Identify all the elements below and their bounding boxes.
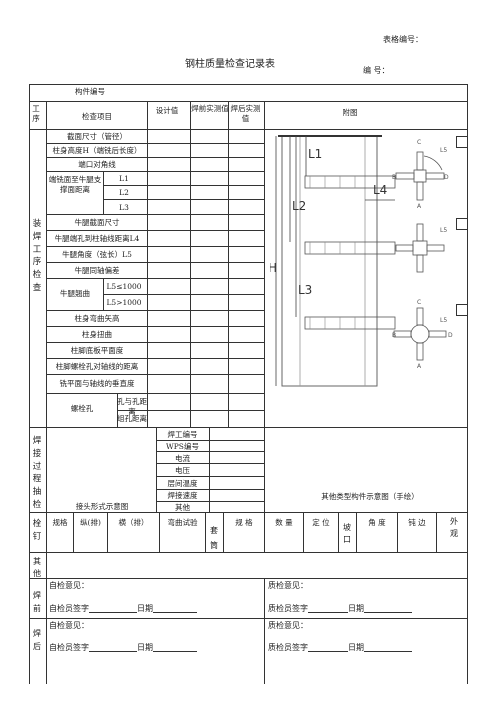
figure-header: 附图 <box>342 108 358 117</box>
figure-checkbox-1[interactable] <box>456 136 468 148</box>
row-milled-perpendicularity: 铣平面与轴线的垂直度 <box>59 379 135 388</box>
weld-current: 电流 <box>175 454 190 463</box>
stud-spec-header: 规格 <box>52 518 68 527</box>
row-l3: L3 <box>119 203 129 212</box>
pre-self-sign-label: 自检员签字 <box>49 604 89 613</box>
pre-qc-date: 日期 <box>348 604 364 613</box>
row-column-bend: 柱身弯曲矢高 <box>74 314 120 323</box>
row-end-diagonal: 端口对角线 <box>78 160 116 169</box>
before-weld-header: 焊前实测值 <box>191 104 229 113</box>
row-bracket-section: 牛腿截面尺寸 <box>74 218 120 227</box>
row-l5-le-1000: L5≤1000 <box>106 282 142 291</box>
number-label: 编 号： <box>363 66 390 75</box>
label-c-2: C <box>417 299 421 306</box>
row-column-twist: 柱身扭曲 <box>82 330 112 339</box>
post-qc-sign[interactable]: 质检员签字 日期 <box>268 643 412 652</box>
weld-wps-no: WPS编号 <box>166 442 199 451</box>
weld-welder-no: 焊工编号 <box>167 430 198 439</box>
post-weld-label: 焊后 <box>33 629 41 651</box>
sleeve-position-header: 定 位 <box>312 518 330 527</box>
pre-qc-sign-label: 质检员签字 <box>268 604 308 613</box>
row-section-size: 截面尺寸（管径） <box>67 132 127 141</box>
row-baseplate-flatness: 柱脚底板平面度 <box>70 346 124 355</box>
page-title: 钢柱质量检查记录表 <box>185 59 275 70</box>
post-self-check: 自检意见： <box>49 621 89 630</box>
pre-self-check: 自检意见： <box>49 581 89 590</box>
figure-checkbox-3[interactable] <box>456 304 468 316</box>
other-section-label: 其他 <box>33 557 41 578</box>
label-d-1: D <box>444 174 449 181</box>
groove-root-face-header: 钝 边 <box>408 518 426 527</box>
pre-self-sign[interactable]: 自检员签字 日期 <box>49 604 197 613</box>
appearance-header: 外观 <box>450 517 458 538</box>
pre-qc-check: 质检意见： <box>268 581 308 590</box>
row-l1: L1 <box>119 174 129 183</box>
design-value-header: 设计值 <box>155 106 179 115</box>
joint-diagram-label: 接头形式示意图 <box>75 502 129 511</box>
post-self-date: 日期 <box>137 643 153 652</box>
stud-longitudinal-header: 纵(排) <box>80 518 101 527</box>
dim-l1: L1 <box>308 147 322 161</box>
sleeve-spec-header: 规 格 <box>235 518 253 527</box>
row-l5-gt-1000: L5>1000 <box>106 298 142 307</box>
row-bolt-hole-label: 螺栓孔 <box>70 404 94 413</box>
row-bracket-angle: 牛腿角度（弦长）L5 <box>62 250 132 259</box>
assembly-section-label: 装焊工序检查 <box>32 219 42 293</box>
post-self-sign-label: 自检员签字 <box>49 643 89 652</box>
row-hole-to-hole: 孔与孔距离 <box>117 397 147 417</box>
label-d-2: D <box>448 332 453 339</box>
weld-interpass-temp: 层间温度 <box>167 479 198 488</box>
process-header: 工序 <box>32 104 40 124</box>
row-column-height: 柱身高度H（端铣后长度） <box>52 146 142 155</box>
post-qc-check: 质检意见： <box>268 621 308 630</box>
label-c-1: C <box>417 139 421 146</box>
dim-l4: L4 <box>373 183 387 197</box>
pre-self-date: 日期 <box>137 604 153 613</box>
stud-bend-test-header: 弯曲试验 <box>167 518 198 527</box>
form-number-label: 表格编号： <box>383 35 423 44</box>
post-self-sign[interactable]: 自检员签字 日期 <box>49 643 197 652</box>
row-anchor-hole-distance: 柱脚螺栓孔对轴线的距离 <box>55 362 139 371</box>
dim-l5-3: L5 <box>440 317 447 324</box>
weld-speed: 焊接速度 <box>167 491 198 500</box>
welding-section-label: 焊接过程抽检 <box>32 436 42 510</box>
check-item-header: 检查项目 <box>82 112 112 121</box>
column-diagram: L1 L2 L3 L4 H L <box>270 135 453 387</box>
stud-section-label: 栓钉 <box>32 519 42 542</box>
sleeve-quantity-header: 数 量 <box>275 518 293 527</box>
row-bracket-bend-label: 牛腿翘曲 <box>60 289 90 298</box>
other-diagram-label: 其他类型构件示意图（手绘） <box>321 492 419 501</box>
sleeve-header: 套筒 <box>210 526 218 551</box>
label-b-2: B <box>392 332 396 339</box>
dim-l5-2: L5 <box>440 227 447 234</box>
weld-voltage: 电压 <box>175 466 190 475</box>
post-qc-sign-label: 质检员签字 <box>268 643 308 652</box>
member-number-label: 构件编号 <box>75 87 105 96</box>
label-a-2: A <box>417 363 422 370</box>
row-end-distance-label: 端铣面至牛腿支撑面距离 <box>48 175 102 194</box>
figure-checkbox-2[interactable] <box>456 218 468 230</box>
dim-l2: L2 <box>292 199 306 213</box>
post-qc-date: 日期 <box>348 643 364 652</box>
dim-l3: L3 <box>298 283 312 297</box>
row-bracket-coaxial: 牛腿同轴偏差 <box>74 266 120 275</box>
label-b-1: B <box>392 174 396 181</box>
weld-other: 其他 <box>175 503 190 512</box>
after-weld-header: 焊后实测值 <box>230 104 261 124</box>
dim-l5-1: L5 <box>440 147 447 154</box>
groove-angle-header: 角 度 <box>368 518 386 527</box>
dim-h: H <box>270 261 277 275</box>
row-hole-group-distance: 组孔距离 <box>117 414 147 423</box>
stud-transverse-header: 横（排） <box>118 518 149 527</box>
label-a-1: A <box>417 203 422 210</box>
pre-weld-label: 焊前 <box>33 591 41 613</box>
pre-qc-sign[interactable]: 质检员签字 日期 <box>268 604 412 613</box>
groove-header: 坡口 <box>343 523 351 544</box>
row-l2: L2 <box>119 188 129 197</box>
row-bracket-hole-distance: 牛腿端孔到柱轴线距离L4 <box>54 234 140 243</box>
